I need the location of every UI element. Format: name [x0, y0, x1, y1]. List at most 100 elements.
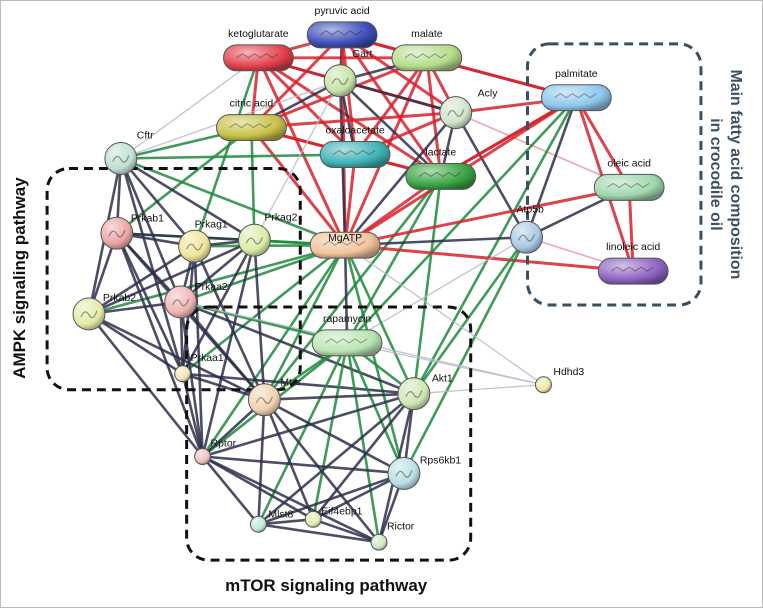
node-label-oxaloacetate: oxaloacetate [325, 126, 384, 137]
node-atp5b[interactable]: Atp5b [510, 204, 544, 254]
node-label-rptor: Rptor [211, 439, 237, 450]
edge-rapamycin-eif4ebp1 [311, 342, 349, 520]
edge-mgatp-rptor [201, 244, 347, 458]
edge-gart-acly [339, 79, 457, 114]
node-label-prkab1: Prkab1 [131, 213, 164, 224]
edge-prkag2-prkab2 [88, 239, 255, 316]
structure-glyph [405, 390, 423, 398]
node-palmitate[interactable]: palmitate [540, 69, 612, 112]
node-prkag2[interactable]: Prkag2 [237, 212, 298, 257]
structure-glyph [447, 109, 465, 117]
node-label-rictor: Rictor [387, 521, 415, 532]
edge-acly-mgatp [344, 111, 457, 247]
fatty-acid-title-line2: in crocodile oil [707, 118, 724, 230]
structure-glyph [108, 230, 126, 238]
node-prkaa2[interactable]: Prkaa2 [164, 282, 228, 319]
structure-glyph [172, 298, 190, 307]
edge-cftr-oxaloacetate [120, 153, 356, 160]
edge-rptor-eif4ebp1 [201, 455, 314, 521]
node-label-pyruvic_acid: pyruvic acid [315, 6, 370, 17]
node-rictor[interactable]: Rictor [370, 521, 415, 551]
node-citric_acid[interactable]: citric acid [216, 99, 287, 142]
edge-cftr-prkag2 [120, 157, 256, 242]
node-prkag1[interactable]: Prkag1 [178, 219, 228, 263]
structure-glyph [255, 396, 273, 404]
edge-citric_acid-mgatp [250, 126, 347, 247]
edge-mgatp-rapamycin [343, 245, 349, 343]
edge-prkab1-prkaa1 [115, 232, 184, 375]
edge-prkab1-rptor [115, 232, 204, 457]
edge-atp5b-akt1 [412, 236, 528, 395]
node-label-acly: Acly [478, 89, 499, 100]
node-prkab1[interactable]: Prkab1 [100, 213, 164, 250]
node-prkaa1[interactable]: Prkaa1 [174, 353, 224, 383]
node-label-citric_acid: citric acid [230, 99, 274, 110]
node-mtor[interactable]: Mtor [247, 378, 302, 417]
node-lactate[interactable]: lactate [405, 147, 477, 190]
edge-rptor-rps6kb1 [202, 455, 405, 475]
node-label-rps6kb1: Rps6kb1 [420, 455, 461, 466]
edge-mgatp-prkab2 [88, 243, 346, 316]
edge-prkag1-mtor [193, 245, 266, 401]
node-shape [540, 84, 612, 112]
structure-glyph [606, 182, 650, 188]
node-label-palmitate: palmitate [555, 69, 598, 80]
node-rptor[interactable]: Rptor [194, 439, 237, 465]
node-label-mtor: Mtor [280, 378, 301, 389]
node-label-ketoglutarate: ketoglutarate [228, 29, 289, 40]
structure-glyph [518, 234, 536, 242]
node-label-cftr: Cftr [137, 131, 154, 142]
edge-cftr-prkaa1 [119, 158, 184, 375]
node-shape [391, 44, 463, 72]
edge-gart-lactate [339, 79, 442, 178]
mtor-pathway-box [185, 305, 473, 562]
node-label-oleic_acid: oleic acid [607, 158, 651, 169]
structure-glyph [186, 242, 204, 251]
edge-rptor-mlst8 [201, 455, 260, 526]
edge-prkaa2-rptor [179, 301, 204, 457]
node-oleic_acid[interactable]: oleic acid [593, 158, 665, 201]
edge-prkab2-mtor [88, 312, 265, 401]
node-oxaloacetate[interactable]: oxaloacetate [319, 126, 391, 168]
edge-palmitate-atp5b [525, 97, 578, 238]
node-eif4ebp1[interactable]: Eif4ebp1 [304, 506, 363, 528]
ampk-pathway-title: AMPK signaling pathway [10, 177, 29, 379]
node-prkab2[interactable]: Prkab2 [72, 293, 136, 331]
edge-akt1-hdhd3 [413, 384, 544, 395]
node-shape [534, 376, 552, 394]
node-mlst8[interactable]: Mlst8 [249, 509, 294, 533]
edge-mlst8-rictor [258, 522, 380, 544]
node-mgatp[interactable]: MgATP [309, 231, 381, 259]
fatty-acid-title-line1: Main fatty acid composition [727, 69, 744, 279]
node-akt1[interactable]: Akt1 [397, 374, 453, 411]
structure-glyph [324, 338, 368, 344]
edge-akt1-rptor [202, 392, 415, 458]
node-malate[interactable]: malate [391, 29, 463, 72]
node-shape [304, 510, 322, 528]
node-rapamycin[interactable]: rapamycin [311, 314, 383, 357]
edge-rapamycin-rps6kb1 [345, 342, 406, 474]
node-rps6kb1[interactable]: Rps6kb1 [387, 455, 461, 490]
node-gart[interactable]: Gart [323, 49, 373, 98]
node-linoleic_acid[interactable]: linoleic acid [597, 242, 669, 285]
structure-glyph [236, 53, 279, 59]
edge-cftr-prkag1 [119, 157, 196, 248]
node-label-prkab2: Prkab2 [103, 293, 136, 304]
node-acly[interactable]: Acly [439, 89, 499, 130]
node-pyruvic_acid[interactable]: pyruvic acid [306, 6, 378, 49]
node-hdhd3[interactable]: Hdhd3 [534, 367, 584, 394]
node-label-malate: malate [411, 29, 443, 40]
structure-glyph [332, 149, 376, 156]
edge-prkag1-prkab2 [88, 245, 196, 316]
structure-glyph [80, 310, 98, 319]
edge-prkaa2-mtor [179, 301, 266, 401]
ampk-pathway-box [45, 166, 302, 392]
mtor-pathway-title: mTOR signaling pathway [225, 576, 428, 595]
node-ketoglutarate[interactable]: ketoglutarate [223, 29, 294, 72]
node-label-mlst8: Mlst8 [268, 509, 293, 520]
node-cftr[interactable]: Cftr [104, 131, 154, 175]
edge-mgatp-rps6kb1 [343, 244, 406, 474]
node-label-rapamycin: rapamycin [323, 314, 371, 325]
edge-oleic_acid-linoleic_acid [627, 187, 635, 272]
